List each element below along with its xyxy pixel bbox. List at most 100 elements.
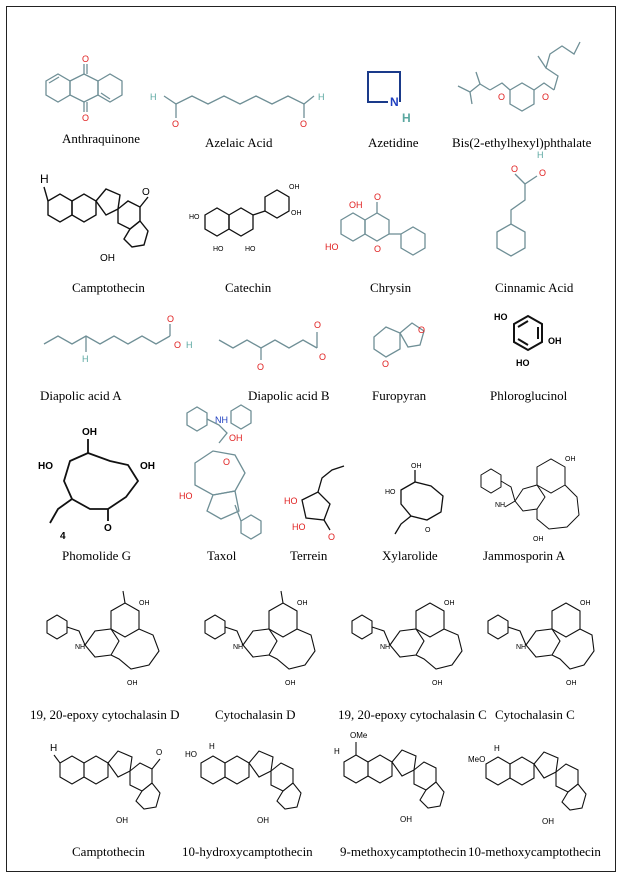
structure-epoxy-cytochalasin-c: OH NH OH (351, 600, 463, 687)
atom-ho: HO (213, 246, 224, 253)
atom-o: O (104, 523, 112, 534)
atom-o: O (418, 325, 425, 335)
structure-diapolic-acid-a: H O O H (43, 314, 193, 364)
caption-xylarolide: Xylarolide (382, 548, 438, 563)
caption-anthraquinone: Anthraquinone (62, 131, 140, 146)
atom-ho: HO (494, 312, 508, 322)
structure-diapolic-acid-b: O O O (218, 320, 326, 372)
atom-h: H (186, 340, 193, 350)
atom-nh: NH (233, 644, 243, 651)
atom-meo: MeO (468, 755, 485, 764)
caption-epoxy-cytochalasin-d: 19, 20-epoxy cytochalasin D (30, 707, 180, 722)
structure-catechin: HO HO HO OH OH (189, 184, 302, 253)
label-four: 4 (60, 531, 66, 542)
atom-oh: OH (127, 680, 138, 687)
atom-nh: NH (495, 502, 505, 509)
atom-o: O (314, 320, 321, 330)
caption-azelaic-acid: Azelaic Acid (205, 135, 273, 150)
structure-phomolide-g: OH HO OH O 4 (38, 427, 155, 542)
caption-cinnamic-acid: Cinnamic Acid (495, 280, 574, 295)
atom-nh: NH (215, 415, 228, 425)
structure-phloroglucinol: HO OH HO (494, 312, 562, 368)
structure-anthraquinone: O O (45, 54, 123, 123)
atom-ho: HO (325, 242, 339, 252)
atom-oh: OH (533, 536, 544, 543)
atom-o: O (142, 187, 150, 198)
caption-bis-ethylhexyl-phthalate: Bis(2-ethylhexyl)phthalate (452, 135, 592, 150)
atom-ho: HO (185, 750, 197, 759)
atom-o: O (511, 164, 518, 174)
atom-o: O (539, 168, 546, 178)
atom-o: O (374, 192, 381, 202)
atom-o: O (172, 119, 179, 129)
atom-oh: OH (542, 817, 554, 826)
atom-o: O (167, 314, 174, 324)
atom-h: H (334, 747, 340, 756)
structure-azelaic-acid: H O O H (150, 92, 325, 129)
atom-oh: OH (444, 600, 455, 607)
caption-chrysin: Chrysin (370, 280, 412, 295)
atom-o: O (374, 244, 381, 254)
atom-oh: OH (140, 461, 155, 472)
atom-oh: OH (349, 200, 363, 210)
structure-taxol: NH OH HO O (179, 404, 262, 540)
caption-phloroglucinol: Phloroglucinol (490, 388, 568, 403)
atom-o: O (257, 362, 264, 372)
caption-diapolic-acid-a: Diapolic acid A (40, 388, 122, 403)
atom-o: O (542, 92, 549, 102)
caption-furopyran: Furopyran (372, 388, 427, 403)
atom-ho: HO (179, 491, 193, 501)
atom-o: O (319, 352, 326, 362)
structure-camptothecin-2: H O OH (50, 743, 162, 825)
caption-cytochalasin-c: Cytochalasin C (495, 707, 575, 722)
atom-o: O (425, 527, 431, 534)
atom-ho: HO (189, 214, 200, 221)
structure-bis-ethylhexyl-phthalate: O O (457, 41, 581, 112)
atom-oh: OH (548, 336, 562, 346)
atom-o: O (174, 340, 181, 350)
atom-o: O (498, 92, 505, 102)
caption-jammosporin-a: Jammosporin A (483, 548, 565, 563)
atom-ho: HO (385, 489, 396, 496)
structure-epoxy-cytochalasin-d: OH NH OH (46, 590, 160, 687)
atom-h: H (537, 150, 544, 160)
atom-ho: HO (245, 246, 256, 253)
atom-ho: HO (516, 358, 530, 368)
caption-taxol: Taxol (207, 548, 237, 563)
atom-h: H (40, 172, 49, 186)
atom-oh: OH (432, 680, 443, 687)
atom-oh: OH (411, 463, 422, 470)
structure-cytochalasin-d: OH NH OH (204, 590, 316, 687)
atom-o: O (382, 359, 389, 369)
structure-azetidine: N H (367, 71, 411, 125)
atom-o: O (223, 457, 230, 467)
caption-diapolic-acid-b: Diapolic acid B (248, 388, 330, 403)
atom-oh: OH (285, 680, 296, 687)
atom-oh: OH (566, 680, 577, 687)
caption-hydroxycamptothecin: 10-hydroxycamptothecin (182, 844, 313, 859)
atom-oh: OH (400, 815, 412, 824)
caption-cytochalasin-d: Cytochalasin D (215, 707, 296, 722)
caption-camptothecin-2: Camptothecin (72, 844, 145, 859)
structure-cinnamic-acid: O O H (496, 150, 546, 257)
atom-oh: OH (257, 816, 269, 825)
atom-oh: OH (565, 456, 576, 463)
atom-o: O (82, 113, 89, 123)
atom-o: O (300, 119, 307, 129)
structure-chrysin: O OH HO O (325, 192, 426, 256)
atom-oh: OH (139, 600, 150, 607)
caption-epoxy-cytochalasin-c: 19, 20-epoxy cytochalasin C (338, 707, 487, 722)
atom-h: H (209, 742, 215, 751)
atom-oh: OH (291, 210, 302, 217)
atom-oh: OH (580, 600, 591, 607)
atom-h: H (402, 111, 411, 125)
atom-oh: OH (116, 816, 128, 825)
caption-phomolide-g: Phomolide G (62, 548, 131, 563)
structure-camptothecin: H O OH (40, 172, 150, 264)
structure-jammosporin-a: OH NH OH (480, 456, 580, 543)
atom-ome: OMe (350, 731, 368, 740)
atom-h: H (150, 92, 157, 102)
atom-ho: HO (284, 496, 298, 506)
atom-oh: OH (289, 184, 300, 191)
caption-methoxycamptothecin-9: 9-methoxycamptothecin (340, 844, 467, 859)
